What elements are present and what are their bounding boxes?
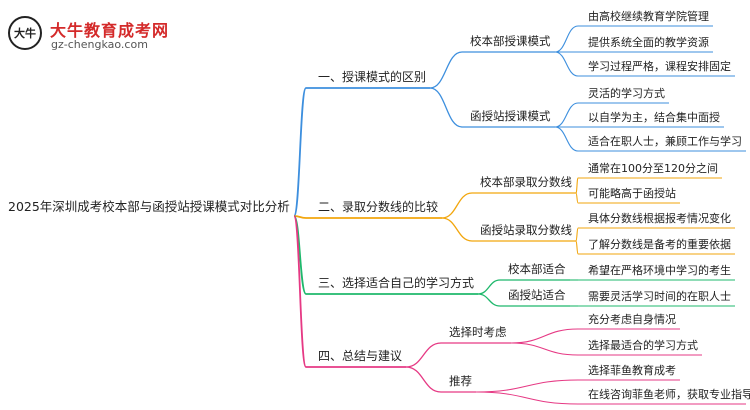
topic-campus-fit: 校本部适合	[508, 262, 566, 276]
topic-station-mode: 函授站授课模式	[470, 109, 551, 123]
leaf: 由高校继续教育学院管理	[588, 9, 709, 23]
bull-logo-icon: 大牛	[8, 16, 42, 50]
leaf-connector	[575, 192, 579, 204]
branch-connector	[293, 215, 307, 368]
leaf: 灵活的学习方式	[588, 86, 665, 100]
branch-admission-scores: 二、录取分数线的比较	[318, 200, 439, 214]
leaf: 适合在职人士，兼顾工作与学习	[588, 134, 742, 148]
topic-campus-mode: 校本部授课模式	[470, 34, 551, 48]
logo-mark-text: 大牛	[14, 27, 36, 40]
leaf-connector	[510, 328, 579, 344]
leaf-connector	[475, 379, 579, 393]
topic-connector	[405, 366, 442, 393]
leaf-connector	[575, 177, 579, 194]
leaf: 学习过程严格，课程安排固定	[588, 59, 731, 73]
leaf-connector	[510, 342, 579, 356]
leaf: 具体分数线根据报考情况变化	[588, 211, 731, 225]
leaf: 希望在严格环境中学习的考生	[588, 263, 731, 277]
leaf: 了解分数线是备考的重要依据	[588, 237, 731, 251]
topic-recommendation: 推荐	[449, 374, 472, 388]
leaf: 以自学为主，结合集中面授	[588, 110, 720, 124]
leaf-connector	[554, 102, 579, 128]
topic-considerations: 选择时考虑	[449, 325, 507, 339]
topic-connector	[477, 279, 501, 295]
topic-connector	[477, 293, 501, 307]
leaf: 选择最适合的学习方式	[588, 338, 698, 352]
leaf: 可能略高于函授站	[588, 186, 676, 200]
brand-name: 大牛教育成考网	[50, 21, 170, 40]
leaf: 需要灵活学习时间的在职人士	[588, 289, 731, 303]
leaf-connector	[554, 126, 579, 152]
branch-choose-method: 三、选择适合自己的学习方式	[318, 276, 475, 290]
leaf-connector	[475, 391, 579, 405]
brand-url: gz-chengkao.com	[51, 38, 148, 51]
topic-connector	[405, 342, 442, 368]
leaf: 提供系统全面的教学资源	[588, 35, 709, 49]
topic-station-score: 函授站录取分数线	[480, 223, 572, 237]
brand-logo: 大牛 大牛教育成考网 gz-chengkao.com	[6, 14, 176, 54]
topic-station-fit: 函授站适合	[508, 288, 566, 302]
topic-connector	[429, 87, 463, 128]
leaf: 通常在100分至120分之间	[588, 161, 718, 175]
branch-summary: 四、总结与建议	[318, 349, 403, 363]
topic-campus-score: 校本部录取分数线	[480, 175, 572, 189]
leaf-connector	[575, 240, 579, 255]
leaf: 充分考虑自身情况	[588, 312, 676, 326]
leaf-connector	[575, 227, 579, 242]
leaf: 选择菲鱼教育成考	[588, 363, 676, 377]
leaf-connector	[554, 51, 579, 77]
root-topic: 2025年深圳成考校本部与函授站授课模式对比分析	[8, 198, 290, 214]
topic-connector	[441, 192, 473, 219]
topic-connector	[441, 217, 473, 242]
branch-teaching-mode: 一、授课模式的区别	[318, 70, 427, 84]
branch-connector	[293, 87, 307, 217]
topic-connector	[429, 51, 463, 89]
leaf-connector	[554, 25, 579, 53]
leaf: 在线咨询菲鱼老师，获取专业指导	[588, 387, 750, 401]
